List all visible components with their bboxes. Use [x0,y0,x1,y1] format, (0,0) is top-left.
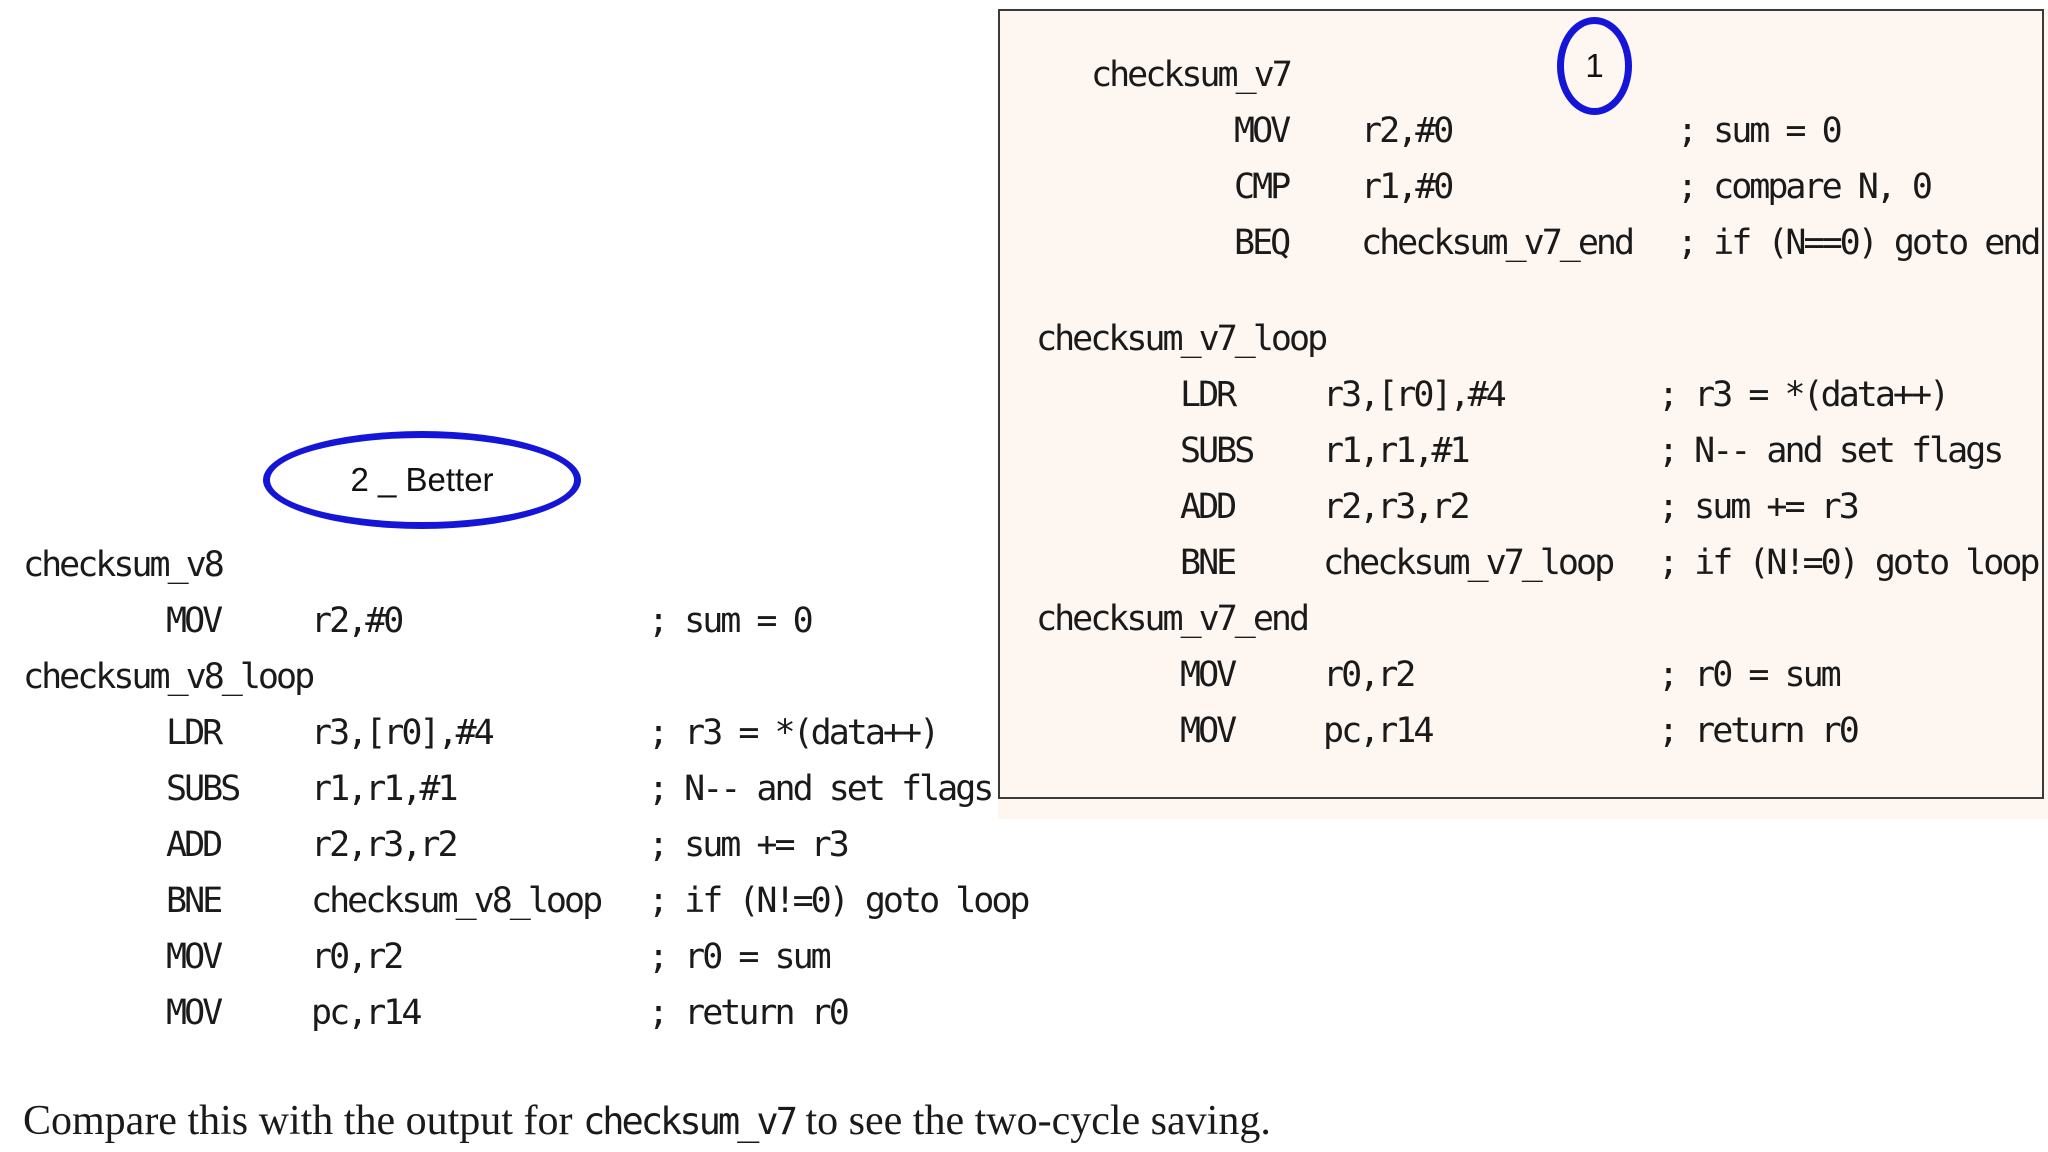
v8-args: r2,r3,r2 [311,825,459,865]
v7-op: SUBS [1180,431,1255,471]
badge-2-better: 2 _ Better [263,431,581,529]
v7-args: r3,[r0],#4 [1323,375,1507,415]
v8-comment: ; r0 = sum [648,937,832,977]
v7-label-fn: checksum_v7 [1091,55,1293,95]
v7-args: checksum_v7_loop [1323,543,1615,583]
v8-comment: ; sum += r3 [648,825,850,865]
v7-op: MOV [1234,111,1291,151]
v8-op: ADD [166,825,223,865]
v8-comment: ; N-- and set flags [648,769,994,809]
v7-label-loop: checksum_v7_loop [1036,319,1328,359]
v7-comment: ; if (N==0) goto end [1677,223,2041,263]
v7-label-end: checksum_v7_end [1036,599,1310,639]
v8-comment: ; if (N!=0) goto loop [648,881,1031,921]
panel-shadow-bottom [998,799,2048,819]
checksum-v7-panel [998,9,2044,799]
v7-args: r2,#0 [1361,111,1454,151]
caption-before: Compare this with the output for [23,1098,583,1144]
v8-args: r3,[r0],#4 [311,713,495,753]
v8-comment: ; return r0 [648,993,850,1033]
v7-comment: ; sum += r3 [1658,487,1860,527]
v7-op: ADD [1180,487,1237,527]
v7-op: CMP [1234,167,1291,207]
v7-args: pc,r14 [1323,711,1434,751]
v7-comment: ; if (N!=0) goto loop [1658,543,2041,583]
v8-op: SUBS [166,769,241,809]
v7-comment: ; return r0 [1658,711,1860,751]
v8-args: r0,r2 [311,937,404,977]
v8-op: MOV [166,937,223,977]
v8-label-fn: checksum_v8 [23,545,225,585]
v8-op: LDR [166,713,223,753]
v7-comment: ; r3 = *(data++) [1658,375,1950,415]
badge-1: 1 [1557,17,1632,115]
caption-after: to see the two-cycle saving. [794,1098,1271,1144]
v7-args: checksum_v7_end [1361,223,1635,263]
v7-comment: ; N-- and set flags [1658,431,2004,471]
v7-args: r1,#0 [1361,167,1454,207]
v7-comment: ; r0 = sum [1658,655,1842,695]
v7-op: BEQ [1234,223,1291,263]
badge-2-label: 2 _ Better [350,461,494,498]
caption: Compare this with the output for checksu… [23,1097,1271,1145]
v8-comment: ; r3 = *(data++) [648,713,940,753]
badge-1-label: 1 [1585,47,1604,84]
v7-args: r0,r2 [1323,655,1416,695]
v8-args: checksum_v8_loop [311,881,603,921]
panel-shadow-right [2044,9,2048,819]
v8-op: MOV [166,993,223,1033]
v8-args: pc,r14 [311,993,422,1033]
v7-args: r1,r1,#1 [1323,431,1471,471]
v8-op: MOV [166,601,223,641]
v8-args: r1,r1,#1 [311,769,459,809]
v8-comment: ; sum = 0 [648,601,814,641]
v7-op: BNE [1180,543,1237,583]
v7-op: MOV [1180,655,1237,695]
v7-op: MOV [1180,711,1237,751]
v7-args: r2,r3,r2 [1323,487,1471,527]
v8-op: BNE [166,881,223,921]
v7-comment: ; compare N, 0 [1677,167,1933,207]
v7-op: LDR [1180,375,1237,415]
v7-comment: ; sum = 0 [1677,111,1843,151]
v8-label-loop: checksum_v8_loop [23,657,315,697]
v8-args: r2,#0 [311,601,404,641]
caption-code: checksum_v7 [582,1100,798,1143]
